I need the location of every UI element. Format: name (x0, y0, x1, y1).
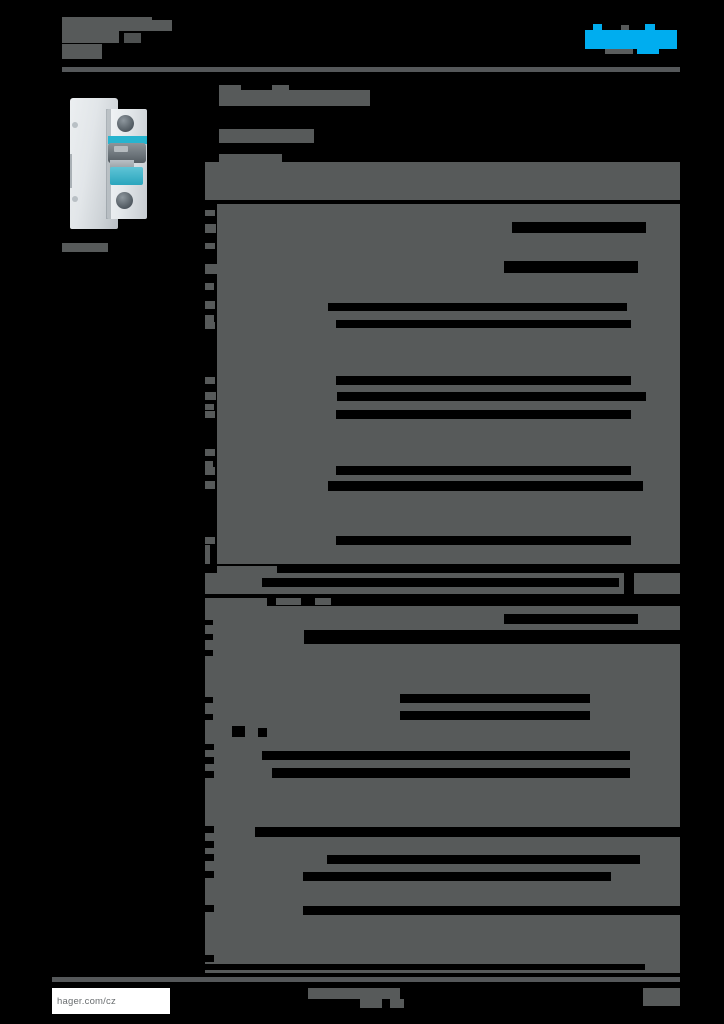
row-label-tick (205, 283, 214, 290)
section-4-left-notch (205, 771, 214, 778)
footer-url[interactable]: hager.com/cz (52, 988, 170, 1014)
logo-descender-left (605, 49, 633, 54)
value-cut (255, 827, 680, 837)
logo-ascender-dot (621, 25, 629, 32)
footer-url-text: hager.com/cz (57, 995, 116, 1007)
footer-center-text-3 (390, 999, 404, 1008)
logo-wordmark (585, 30, 677, 49)
section-2-right-gap (624, 573, 634, 597)
page-title (219, 90, 370, 106)
row-label-tick (205, 322, 215, 329)
value-cut (512, 222, 646, 233)
breaker-terminal-top (117, 115, 134, 132)
logo-ascender-h (593, 24, 602, 32)
logo-descender-right (637, 49, 659, 54)
section-heading-cap (219, 154, 282, 163)
value-cut (337, 392, 646, 401)
breaker-terminal-screw-top (72, 122, 78, 128)
section-3-left-notch (205, 714, 213, 720)
row-label-tick (205, 392, 216, 400)
section-4-left-notch (205, 955, 214, 962)
product-caption (62, 243, 108, 252)
heading-cap-left (219, 85, 241, 91)
value-cut (400, 711, 590, 720)
value-cut (336, 410, 631, 419)
row-label-tick (205, 301, 215, 309)
header-divider (62, 67, 680, 72)
breaker-din-rail-clip (70, 154, 72, 188)
row-label-tick (205, 449, 215, 456)
row-label-tick (205, 224, 216, 233)
section-3-cap-c (315, 598, 331, 605)
header-title-line-5 (124, 33, 141, 43)
section-3-cap-b (276, 598, 301, 605)
breaker-indicator-window (110, 167, 143, 185)
value-cut (327, 855, 640, 864)
section-4-left-notch (205, 841, 214, 848)
value-cut (400, 694, 590, 703)
heading-cap-right (272, 85, 289, 91)
section-separator (205, 564, 680, 568)
footer-center-text (308, 988, 400, 999)
value-cut (336, 376, 631, 385)
breaker-edge-shadow (106, 109, 111, 219)
row-label-tick (205, 210, 215, 216)
value-cut (262, 751, 630, 760)
icon-gap (258, 728, 267, 737)
header-title-line-3 (122, 20, 172, 31)
row-label-tick (205, 461, 213, 467)
section-4-left-notch (205, 905, 214, 912)
footer-divider (52, 977, 680, 982)
value-cut (303, 906, 680, 915)
row-label-tick (205, 411, 215, 418)
section-3-cap-a (205, 598, 267, 606)
section-3-left-notch (205, 634, 213, 640)
section-3-left-notch (205, 620, 213, 625)
footer-page-number (643, 988, 680, 1006)
breaker-terminal-bottom (116, 192, 133, 209)
row-label-tick (205, 481, 215, 489)
row-label-tick (205, 243, 215, 249)
header-title-line-2 (62, 31, 119, 43)
value-cut (336, 536, 631, 545)
logo-ascender-b (645, 24, 655, 32)
footer-top-cut (205, 964, 645, 970)
section-separator (205, 594, 680, 598)
breaker-label-stripe (108, 136, 147, 144)
value-cut (336, 466, 631, 475)
row-label-tick (205, 377, 215, 384)
hager-logo (585, 24, 677, 54)
row-label-tick (205, 467, 215, 475)
section-4-left-notch (205, 757, 214, 764)
row-label-tick (205, 537, 215, 544)
icon-gap (232, 726, 245, 737)
page-subtitle (219, 129, 314, 143)
product-image (62, 88, 167, 233)
breaker-lever-grip (114, 146, 128, 152)
value-cut (504, 261, 638, 273)
value-cut (304, 630, 680, 644)
section-4-left-notch (205, 854, 214, 861)
value-cut (303, 872, 611, 881)
row-label-tick (205, 264, 217, 274)
section-heading-band (205, 162, 680, 200)
row-label-tick (205, 315, 214, 322)
footer-center-text-2 (360, 999, 382, 1008)
section-3-left-notch (205, 650, 213, 656)
section-4-left-notch (205, 744, 214, 750)
value-cut (504, 614, 638, 624)
section-2-cap (217, 566, 277, 575)
value-cut (272, 768, 630, 778)
row-label-rail (205, 545, 210, 564)
value-cut (328, 481, 643, 491)
value-cut (262, 578, 619, 587)
header-title-line-4 (62, 44, 102, 59)
row-label-tick (205, 404, 214, 410)
value-cut (328, 303, 627, 311)
breaker-terminal-screw-bottom (72, 196, 78, 202)
section-3-left-notch (205, 697, 213, 703)
section-4-left-notch (205, 871, 214, 878)
section-4-left-notch (205, 826, 214, 833)
value-cut (336, 320, 631, 328)
